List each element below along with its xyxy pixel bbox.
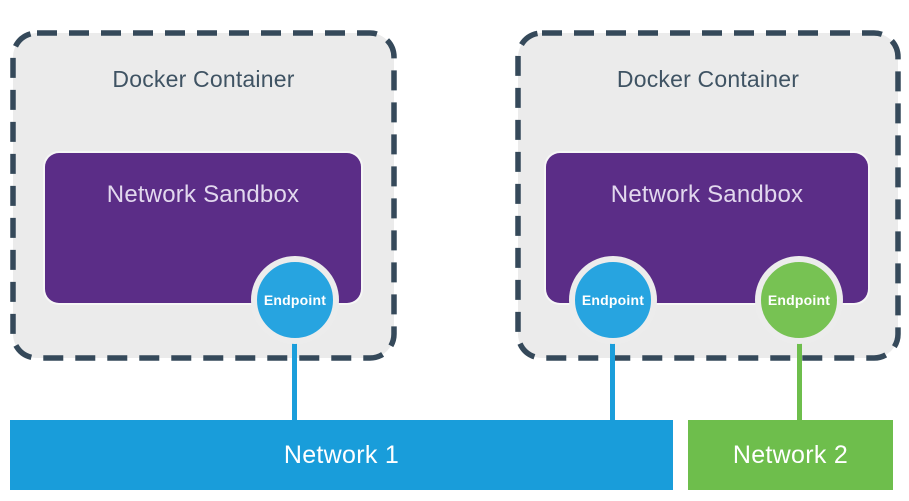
connector-endpoint1-network1 bbox=[292, 335, 297, 420]
connector-endpoint3-network2 bbox=[797, 335, 802, 420]
network-sandbox-2-label: Network Sandbox bbox=[610, 181, 804, 208]
endpoint-container2-blue-label: Endpoint bbox=[581, 292, 645, 308]
network-1-bar: Network 1 bbox=[10, 420, 673, 490]
endpoint-container2-green: Endpoint bbox=[755, 256, 843, 344]
network-1-label: Network 1 bbox=[283, 440, 400, 469]
endpoint-container1-blue: Endpoint bbox=[251, 256, 339, 344]
network-sandbox-1: Network Sandbox bbox=[45, 153, 361, 303]
docker-container-1-label: Docker Container bbox=[112, 66, 295, 92]
endpoint-container1-blue-label: Endpoint bbox=[263, 292, 327, 308]
network-sandbox-1-label: Network Sandbox bbox=[106, 181, 300, 208]
endpoint-container2-blue: Endpoint bbox=[569, 256, 657, 344]
network-2-bar: Network 2 bbox=[688, 420, 893, 490]
network-2-label: Network 2 bbox=[732, 440, 849, 469]
endpoint-container2-green-label: Endpoint bbox=[767, 292, 831, 308]
docker-container-2-label: Docker Container bbox=[616, 66, 800, 92]
connector-endpoint2-network1 bbox=[610, 335, 615, 420]
